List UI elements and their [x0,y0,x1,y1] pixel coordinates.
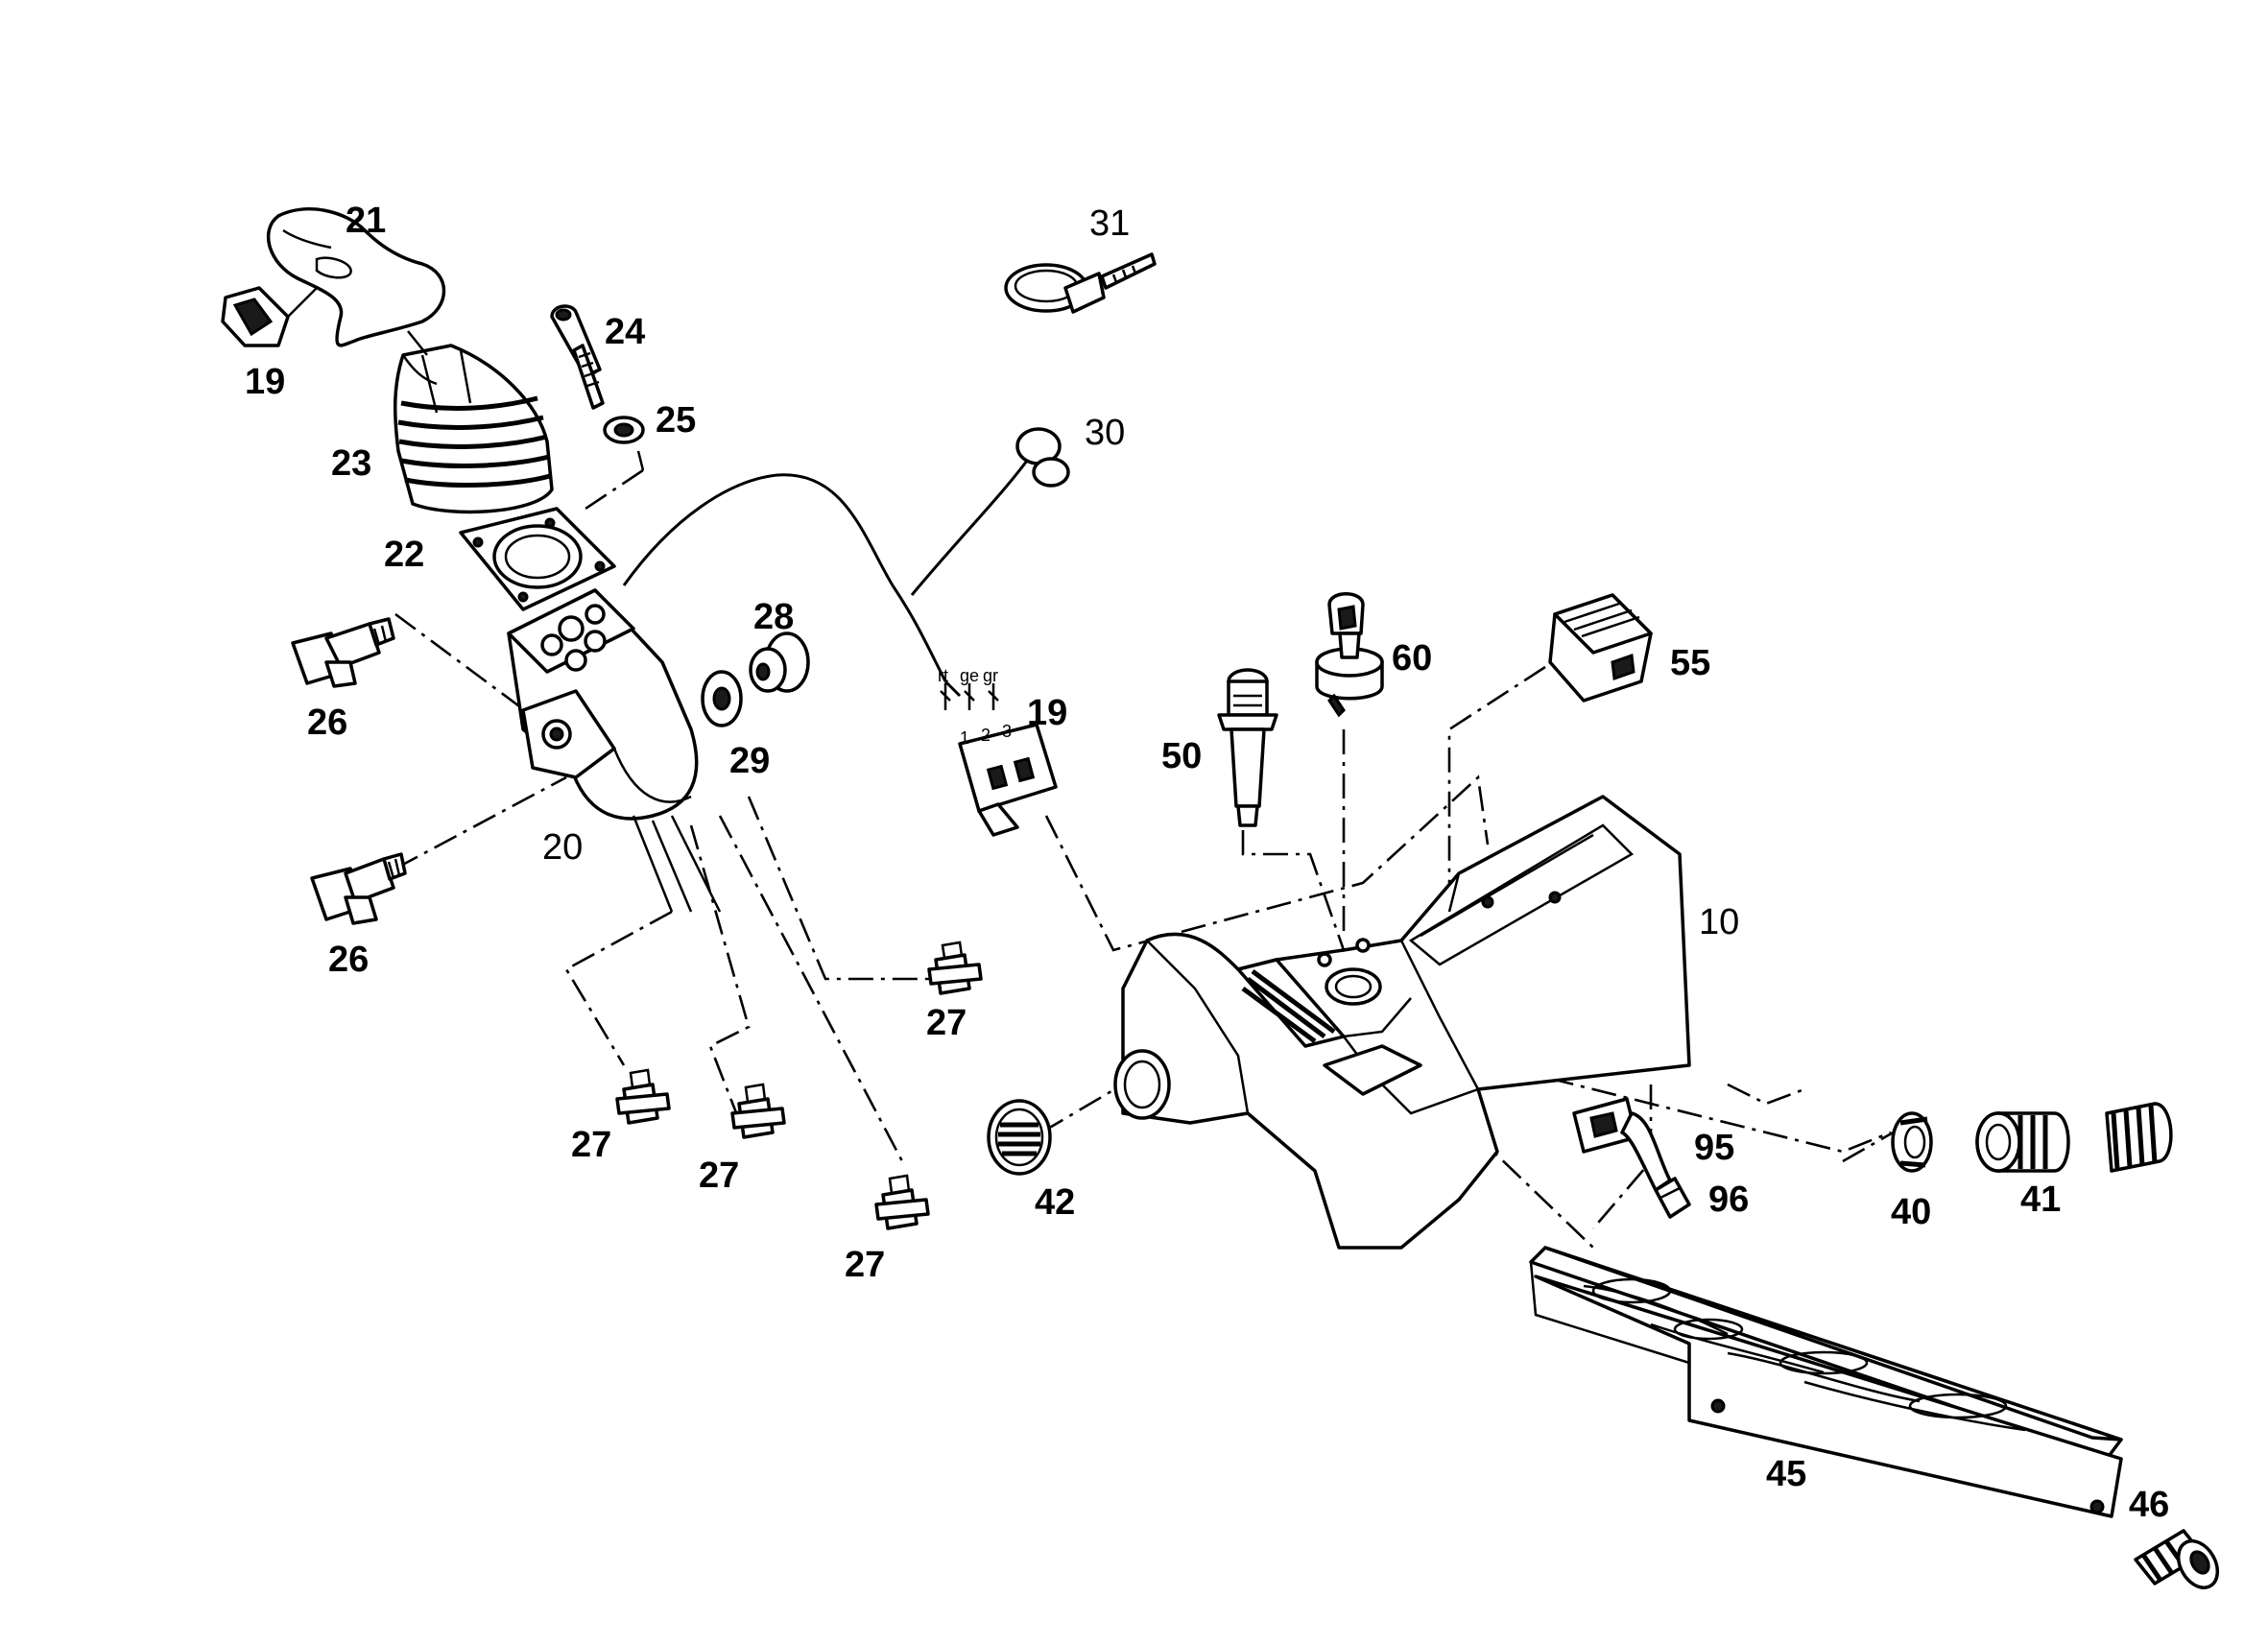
callout-labels: 21 19 24 25 23 22 26 26 20 28 29 31 30 1… [245,201,2169,1525]
grommet-part [1015,427,1070,488]
cover-plate-45-part [1529,1246,2123,1518]
pilot-valve-part [507,588,722,913]
joystick-cable [622,460,1029,698]
pin-2: 2 [981,726,991,745]
washer-29-part [701,670,743,727]
callout-30: 30 [1085,413,1125,453]
leader-lines [394,468,1911,1249]
callout-28: 28 [753,597,794,637]
callout-31: 31 [1089,203,1130,244]
clip-40-part [1891,1111,1933,1173]
bolt-46-part [2134,1529,2220,1589]
callout-41: 41 [2020,1179,2061,1220]
wire-color-gr: gr [983,666,998,685]
spring-extra-part [2105,1102,2173,1173]
key-switch-60-part [1315,592,1384,718]
washer-part [603,416,645,471]
callout-45: 45 [1766,1454,1806,1494]
elbow-fitting-part-upper [291,617,395,688]
spring-41-part [1975,1111,2070,1173]
wire-color-rt: rt [938,666,948,685]
handle-switch-part [221,286,318,347]
pin-3: 3 [1002,722,1012,741]
fitting-27-part-a [927,941,983,995]
callout-27-middle: 27 [699,1156,739,1196]
callout-27-left: 27 [571,1125,611,1165]
plug-28-part [749,631,810,693]
fitting-27-part-d [874,1174,930,1230]
callout-19-connector: 19 [1027,693,1067,733]
elbow-fitting-part-lower [310,852,407,925]
callout-22: 22 [384,535,424,575]
callout-29: 29 [729,741,770,781]
console-housing-part [1113,795,1691,1250]
callout-23: 23 [331,443,371,484]
callout-27-bottom: 27 [845,1245,885,1285]
callout-46: 46 [2129,1485,2169,1525]
pin-1: 1 [960,728,969,748]
callout-40: 40 [1891,1192,1931,1232]
callout-10: 10 [1699,902,1739,942]
callout-19-handle: 19 [245,362,285,402]
cable-sleeve-96-part [1654,1177,1691,1219]
callout-42: 42 [1035,1182,1075,1223]
fitting-27-part-b [615,1068,671,1125]
callout-24: 24 [605,312,645,352]
connector-19-part: rt ge gr 1 2 3 [938,666,1058,837]
callout-60: 60 [1392,638,1432,679]
indicator-50-part [1217,668,1278,827]
callout-27-right: 27 [926,1003,967,1043]
fitting-27-part-c [730,1083,786,1139]
mounting-plate-part [459,507,616,611]
rubber-boot-part [394,330,554,514]
cap-42-part [987,1099,1052,1176]
joystick-handle-part [267,207,446,347]
switch-block-55-part [1548,593,1653,703]
callout-96: 96 [1708,1179,1749,1220]
cable-tie-part [1004,252,1157,314]
wire-color-ge: ge [960,666,979,685]
callout-50: 50 [1161,736,1202,776]
cable-connector-95-part [1572,1097,1672,1192]
callout-95: 95 [1694,1128,1734,1168]
callout-26-upper: 26 [307,703,347,743]
callout-26-lower: 26 [328,940,369,980]
callout-21: 21 [346,201,386,241]
callout-55: 55 [1670,643,1710,683]
screw-part [550,304,605,410]
callout-25: 25 [656,400,696,441]
callout-20: 20 [542,827,583,868]
